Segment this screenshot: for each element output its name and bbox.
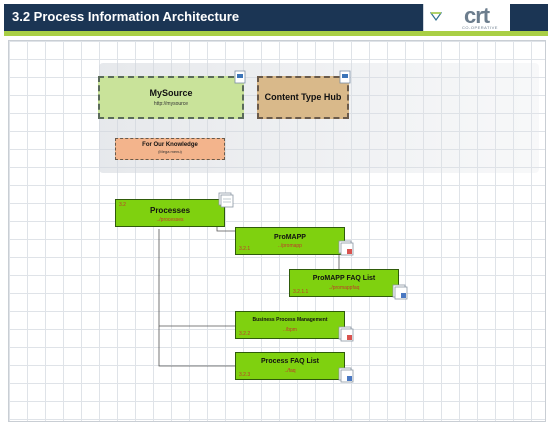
node-promapp-faq-url: ../promappfaq [328, 285, 360, 291]
node-mysource-title: MySource [149, 88, 193, 98]
node-process-faq-list[interactable]: 3.2.3 Process FAQ List ../faq [235, 352, 354, 383]
node-bpm-number: 3.2.2 [239, 331, 251, 337]
list-icon [392, 284, 408, 300]
node-content-type-hub[interactable]: Content Type Hub [257, 70, 351, 119]
node-for-our-knowledge[interactable]: For Our Knowledge (Mega menu) [115, 138, 225, 160]
header-bar: 3.2 Process Information Architecture crt… [4, 3, 548, 32]
node-process-faq-title: Process FAQ List [261, 358, 319, 365]
node-for-our-knowledge-subtitle: (Mega menu) [158, 149, 182, 154]
connector-processes-bpm [158, 229, 235, 327]
sharepoint-site-icon [234, 70, 246, 84]
node-process-faq-number: 3.2.3 [239, 372, 251, 378]
logo-mark-icon [430, 12, 442, 22]
page-title: 3.2 Process Information Architecture [12, 9, 240, 24]
document-library-icon [218, 192, 234, 208]
node-promapp-faq-title: ProMAPP FAQ List [312, 275, 376, 282]
logo-text: crt [464, 3, 490, 28]
node-promapp[interactable]: 3.2.1 ProMAPP ../promapp [235, 227, 354, 256]
node-bpm-title: Business Process Management [252, 317, 328, 323]
node-mysource-subtitle: http://mysource [153, 101, 189, 107]
sharepoint-site-icon [339, 70, 351, 84]
logo: crt CO-OPERATIVE [423, 3, 510, 32]
node-processes[interactable]: 3.2 Processes ../processes [115, 192, 234, 227]
diagram-canvas: MySource http://mysource Content Type Hu… [8, 40, 546, 422]
node-promapp-faq-number: 3.2.1.1 [293, 289, 309, 295]
node-processes-url: ../processes [156, 217, 184, 223]
node-promapp-title: ProMAPP [274, 234, 306, 241]
node-mysource[interactable]: MySource http://mysource [98, 70, 246, 119]
node-content-type-hub-title: Content Type Hub [264, 92, 342, 102]
site-page-icon [338, 326, 354, 342]
node-bpm-url: ../bpm [283, 327, 297, 333]
node-process-faq-url: ../faq [284, 368, 296, 374]
node-for-our-knowledge-title: For Our Knowledge [142, 142, 198, 148]
node-processes-number: 3.2 [119, 202, 126, 208]
node-promapp-url: ../promapp [278, 243, 302, 249]
node-promapp-number: 3.2.1 [239, 246, 251, 252]
logo-subtext: CO-OPERATIVE [462, 25, 498, 30]
node-promapp-faq-list[interactable]: 3.2.1.1 ProMAPP FAQ List ../promappfaq [289, 269, 408, 300]
header-accent-stripe [4, 31, 548, 36]
node-processes-title: Processes [149, 206, 191, 215]
connector-processes-faq [158, 326, 235, 367]
node-business-process-management[interactable]: 3.2.2 Business Process Management ../bpm [235, 311, 354, 342]
list-icon [338, 367, 354, 383]
site-page-icon [338, 240, 354, 256]
